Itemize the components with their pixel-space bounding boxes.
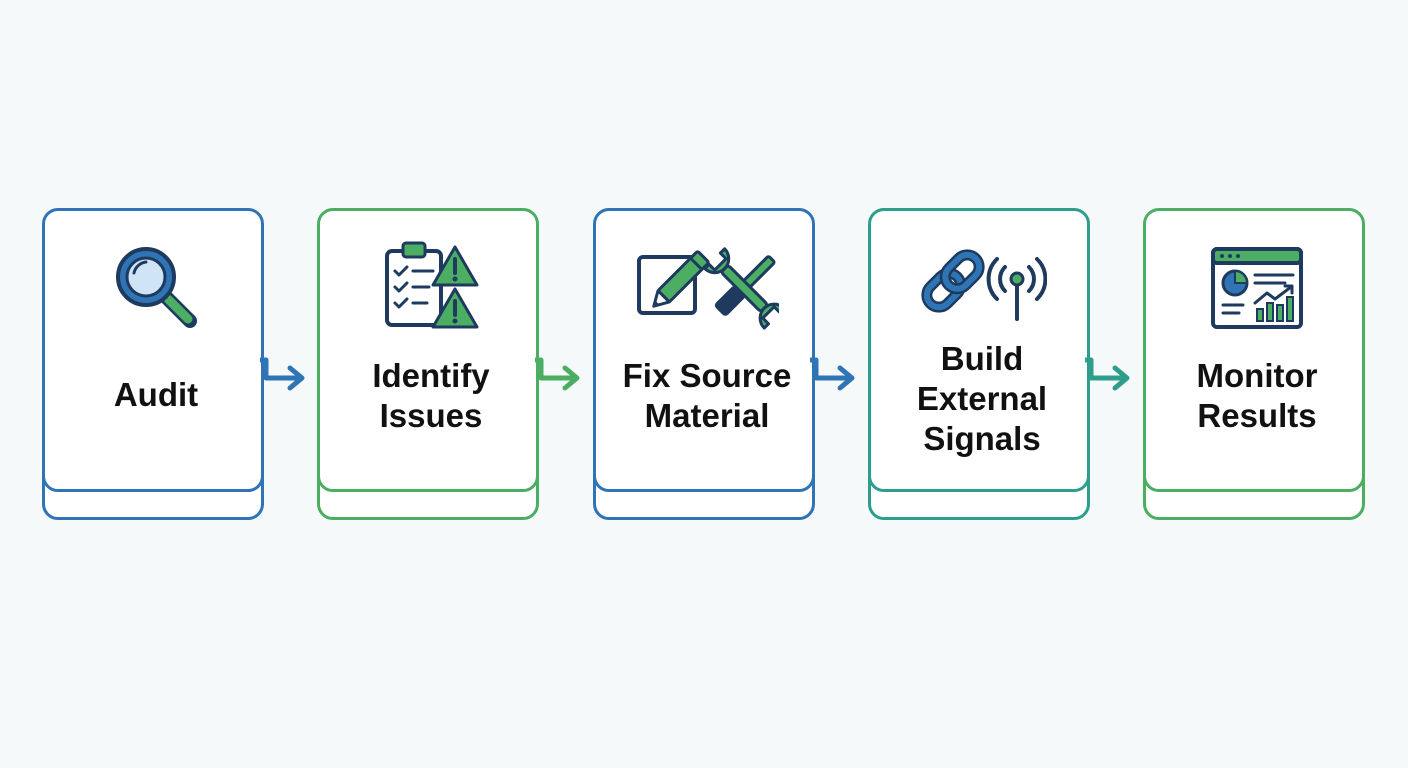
checklist-warning-icon: [320, 239, 542, 335]
flow-arrow: [1085, 357, 1130, 391]
flow-arrow: [535, 357, 580, 391]
step-card: Fix Source Material: [593, 208, 815, 492]
step-fix-source-material: Fix Source Material: [593, 208, 815, 520]
step-card: Build External Signals: [868, 208, 1090, 492]
step-build-external-signals: Build External Signals: [868, 208, 1090, 520]
edit-tools-icon: [596, 239, 818, 335]
step-identify-issues: Identify Issues: [317, 208, 539, 520]
step-card: Audit: [42, 208, 264, 492]
flow-arrow: [810, 357, 855, 391]
step-label: Build External Signals: [916, 340, 1048, 457]
step-card: Monitor Results: [1143, 208, 1365, 492]
step-label: Audit: [113, 376, 199, 413]
magnifying-glass-icon: [45, 239, 267, 335]
step-label: Identify Issues: [372, 357, 490, 434]
dashboard-analytics-icon: [1146, 239, 1368, 335]
step-audit: Audit: [42, 208, 264, 520]
step-card: Identify Issues: [317, 208, 539, 492]
step-label: Fix Source Material: [622, 357, 792, 434]
flow-arrow: [260, 357, 305, 391]
step-monitor-results: Monitor Results: [1143, 208, 1365, 520]
link-signal-icon: [871, 231, 1093, 331]
step-label: Monitor Results: [1196, 357, 1318, 434]
